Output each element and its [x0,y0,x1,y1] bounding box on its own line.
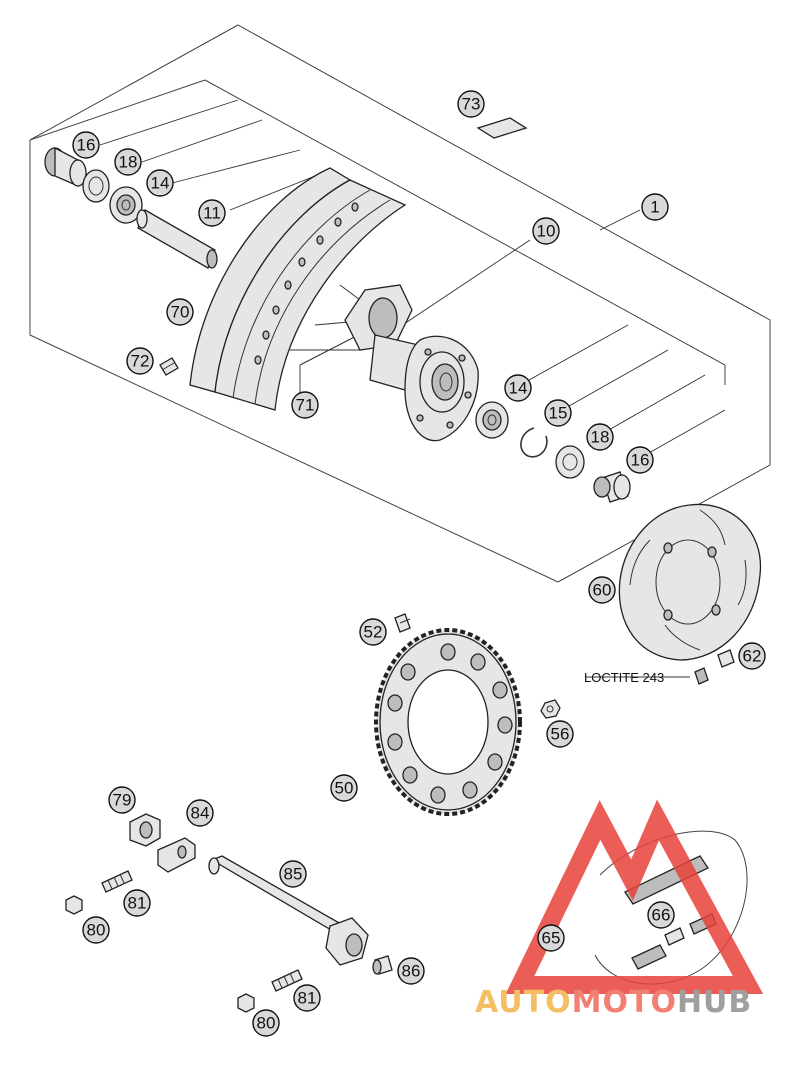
svg-text:80: 80 [87,921,106,940]
sprocket-screw [394,613,411,633]
collar-nut [540,699,561,719]
svg-text:1: 1 [650,198,659,217]
callout-80: 80 [82,916,110,944]
callout-62: 62 [738,642,766,670]
rear-sprocket [374,628,522,816]
spacer-tube [136,209,218,269]
label-sticker-part [476,117,528,139]
bearing-right [475,401,509,439]
svg-text:81: 81 [128,894,147,913]
svg-text:72: 72 [131,352,150,371]
callout-14: 14 [504,374,532,402]
callout-71: 71 [291,391,319,419]
svg-text:16: 16 [631,451,650,470]
svg-text:AUTOMOTOHUB: AUTOMOTOHUB [475,985,752,1020]
callout-65: 65 [537,924,565,952]
distance-bushing-left [44,146,87,187]
callout-84: 84 [186,799,214,827]
callout-81: 81 [293,984,321,1012]
callout-81: 81 [123,889,151,917]
distance-bushing-right [593,471,631,503]
svg-text:15: 15 [549,404,568,423]
adjusting-screw-upper [101,870,133,893]
bearing-left [109,186,143,224]
rim-lock-bolt [159,357,179,376]
callout-10: 10 [532,217,560,245]
callout-14: 14 [146,169,174,197]
brake-disc-screw [694,649,735,685]
svg-text:14: 14 [151,174,170,193]
watermark-word-hub: HUB [677,985,752,1020]
svg-text:84: 84 [191,804,210,823]
brake-disc [618,503,762,661]
svg-text:14: 14 [509,379,528,398]
svg-text:52: 52 [364,623,383,642]
callout-1: 1 [641,193,669,221]
adjusting-screw-lower [271,969,303,992]
callout-73: 73 [457,90,485,118]
svg-text:86: 86 [402,962,421,981]
callout-85: 85 [279,860,307,888]
svg-text:81: 81 [298,989,317,1008]
circlip [520,427,548,458]
callout-86: 86 [397,957,425,985]
svg-text:10: 10 [537,222,556,241]
callout-18: 18 [586,423,614,451]
svg-text:60: 60 [593,581,612,600]
svg-text:73: 73 [462,95,481,114]
callout-16: 16 [72,131,100,159]
svg-text:62: 62 [743,647,762,666]
svg-text:66: 66 [652,906,671,925]
svg-text:18: 18 [591,428,610,447]
rim [189,167,407,411]
svg-text:79: 79 [113,791,132,810]
svg-text:18: 18 [119,153,138,172]
callout-70: 70 [166,298,194,326]
callout-66: 66 [647,901,675,929]
callout-60: 60 [588,576,616,604]
svg-text:70: 70 [171,303,190,322]
svg-text:50: 50 [335,779,354,798]
callout-50: 50 [330,774,358,802]
nut-lower [237,993,255,1013]
callout-72: 72 [126,347,154,375]
watermark-word-moto: MOTO [572,985,677,1020]
svg-text:80: 80 [257,1014,276,1033]
rim-spoke-holes [254,202,359,365]
svg-text:11: 11 [203,204,221,223]
callout-79: 79 [108,786,136,814]
svg-text:56: 56 [551,725,570,744]
callout-16: 16 [626,446,654,474]
callout-56: 56 [546,720,574,748]
shaft-seal-right [555,445,585,479]
watermark-word-auto: AUTO [475,985,572,1020]
rear-hub [344,284,479,442]
axle-nut [129,813,161,847]
nut-upper [65,895,83,915]
svg-text:71: 71 [296,396,315,415]
shaft-seal-left [82,169,110,203]
wheel-axle [208,855,369,966]
callouts: 73 1 16 18 14 11 10 70 72 71 14 15 18 16… [72,90,766,1037]
svg-text:16: 16 [77,136,96,155]
watermark-triangle-logo [505,799,764,994]
callout-15: 15 [544,399,572,427]
callout-18: 18 [114,148,142,176]
leader-lines [99,99,726,678]
callout-11: 11 [198,199,226,227]
svg-text:85: 85 [284,865,303,884]
axle-plug [372,955,393,975]
loctite-note: LOCTITE 243 [584,670,664,685]
automotohub-watermark: AUTOMOTOHUB [475,799,764,1020]
svg-text:65: 65 [542,929,561,948]
callout-80: 80 [252,1009,280,1037]
callout-52: 52 [359,618,387,646]
chain-adjuster-left [157,837,196,873]
